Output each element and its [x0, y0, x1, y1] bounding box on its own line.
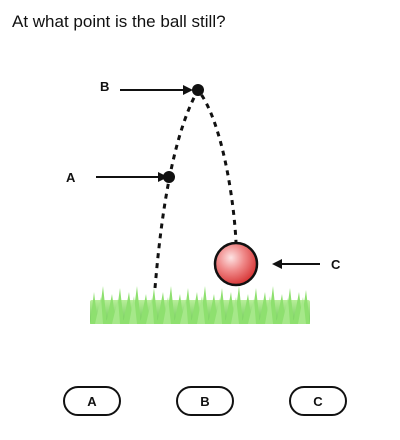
- question-text: At what point is the ball still?: [12, 12, 226, 31]
- point-b-label: B: [100, 79, 109, 94]
- answer-a-button[interactable]: A: [63, 386, 121, 416]
- grass: [90, 286, 310, 324]
- arrow-c-head: [272, 259, 282, 269]
- answer-c-button[interactable]: C: [289, 386, 347, 416]
- point-b-dot: [192, 84, 204, 96]
- arrow-b-head: [183, 85, 193, 95]
- point-c-label: C: [331, 257, 341, 272]
- answer-b-button[interactable]: B: [176, 386, 234, 416]
- point-a-dot: [163, 171, 175, 183]
- ball: [213, 241, 259, 287]
- point-a-label: A: [66, 170, 76, 185]
